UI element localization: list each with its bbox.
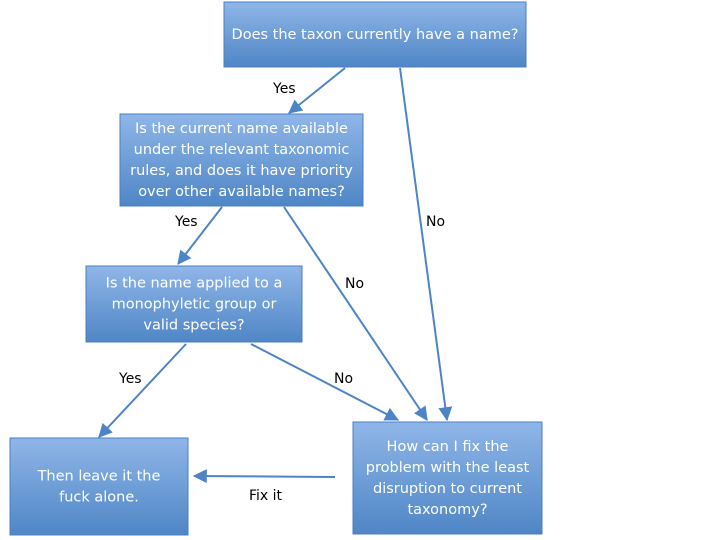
- node-text-leave-0: Then leave it the: [37, 469, 161, 485]
- node-text-fix-0: How can I fix the: [387, 439, 509, 455]
- arrow-fix-leave: [192, 469, 336, 484]
- node-box-q3: [85, 265, 303, 343]
- edge-fix-leave: Fix it: [192, 469, 336, 504]
- node-text-q2-1: under the relevant taxonomic: [134, 142, 350, 158]
- edge-label-fix-leave: Fix it: [249, 488, 283, 504]
- nodes-layer: Does the taxon currently have a name? Is …: [9, 1, 543, 536]
- arrow-q1-q2: [288, 67, 346, 114]
- node-text-q2-3: over other available names?: [138, 184, 345, 200]
- node-box-fix: [352, 421, 543, 535]
- edge-q2-fix: No: [283, 206, 428, 421]
- edge-label-q1-fix: No: [426, 214, 445, 230]
- edge-label-q1-q2: Yes: [272, 81, 296, 97]
- node-text-q2-0: Is the current name available: [135, 121, 348, 137]
- arrow-q3-fix: [250, 343, 400, 421]
- node-q3: Is the name applied to a monophyletic gro…: [85, 265, 303, 343]
- node-text-q3-1: monophyletic group or: [112, 297, 277, 313]
- node-box-leave: [9, 437, 189, 536]
- edge-q2-q3: Yes: [174, 206, 223, 265]
- node-box-q2: [119, 113, 364, 207]
- edge-label-q2-fix: No: [345, 276, 364, 292]
- node-leave: Then leave it the fuck alone.: [9, 437, 189, 536]
- arrow-q1-fix: [399, 67, 453, 422]
- edge-q1-q2: Yes: [272, 67, 346, 114]
- node-text-q3-0: Is the name applied to a: [106, 276, 283, 292]
- edge-label-q2-q3: Yes: [174, 214, 198, 230]
- edge-label-q3-fix: No: [334, 371, 353, 387]
- node-text-leave-1: fuck alone.: [59, 490, 139, 506]
- node-text-q1-0: Does the taxon currently have a name?: [232, 27, 519, 43]
- arrow-q3-leave: [98, 343, 187, 438]
- node-text-q2-2: rules, and does it have priority: [130, 163, 353, 179]
- edge-q3-fix: No: [250, 343, 400, 421]
- node-box-q1: [223, 1, 527, 68]
- arrow-q2-fix: [283, 206, 428, 421]
- edge-label-q3-leave: Yes: [118, 371, 142, 387]
- edge-q3-leave: Yes: [98, 343, 187, 438]
- node-text-fix-2: disruption to current: [373, 481, 522, 497]
- node-fix: How can I fix the problem with the least d…: [352, 421, 543, 535]
- node-text-fix-3: taxonomy?: [407, 502, 487, 518]
- node-text-q3-2: valid species?: [143, 318, 244, 334]
- node-q1: Does the taxon currently have a name?: [223, 1, 527, 68]
- edge-q1-fix: No: [399, 67, 453, 422]
- node-q2: Is the current name available under the r…: [119, 113, 364, 207]
- arrow-q2-q3: [177, 206, 223, 265]
- node-text-fix-1: problem with the least: [366, 460, 530, 476]
